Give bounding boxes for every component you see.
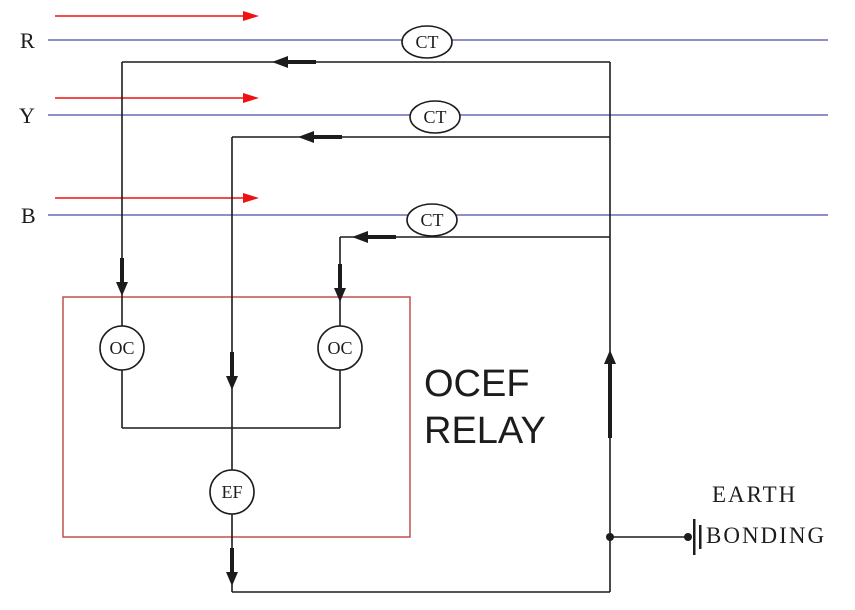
relay-title-line2: RELAY [424,410,546,452]
oc1-coil-symbol [99,325,145,371]
up-arrow-return-shaft [608,362,612,438]
down-arrow-ef-shaft [230,352,234,378]
down-arrow-oc2-shaft [338,264,342,290]
ct-symbol-r [401,25,453,59]
secondary-arrow-y-head [298,131,314,143]
earth-bonding-icon-short [699,525,702,549]
ef-label: EF [221,482,242,502]
up-arrow-return-head [604,350,616,364]
secondary-arrow-b-shaft [366,235,396,239]
current-arrow-b-head [243,193,259,203]
earth-junction-dot [606,533,614,541]
phase-label-b: B [21,203,36,228]
earth-label-line2: BONDING [706,523,826,548]
secondary-arrow-y-shaft [312,135,342,139]
earth-bonding-icon [693,519,696,555]
down-arrow-oc2-head [334,288,346,302]
earth-label-line1: EARTH [712,482,797,507]
load-current-arrows [55,11,259,203]
ct-secondary-wiring [99,25,688,593]
oc1-label: OC [109,338,134,358]
phase-label-r: R [20,28,35,53]
ct-label-r: CT [415,32,438,52]
current-arrow-y-head [243,93,259,103]
down-arrow-ef-head [226,376,238,390]
secondary-arrow-r-head [272,56,288,68]
down-arrow-return-head [226,572,238,586]
oc2-coil-symbol [317,325,363,371]
secondary-current-arrows [116,56,702,586]
ct-symbol-y [409,100,461,134]
secondary-arrow-r-shaft [286,60,316,64]
phase-label-y: Y [19,103,35,128]
ct-symbol-b [406,203,458,237]
earth-terminal-dot [684,533,692,541]
down-arrow-oc1-shaft [120,258,124,284]
ct-label-b: CT [420,210,443,230]
ef-coil-symbol [209,469,255,515]
secondary-arrow-b-head [352,231,368,243]
down-arrow-oc1-head [116,282,128,296]
ct-label-y: CT [423,107,446,127]
relay-box [62,296,411,538]
relay-title-line1: OCEF [424,363,530,405]
oc2-label: OC [327,338,352,358]
down-arrow-return-shaft [230,548,234,574]
current-arrow-r-head [243,11,259,21]
diagram-labels: R Y B CT CT CT OC OC EF OCEF RELAY EARTH… [19,28,826,548]
